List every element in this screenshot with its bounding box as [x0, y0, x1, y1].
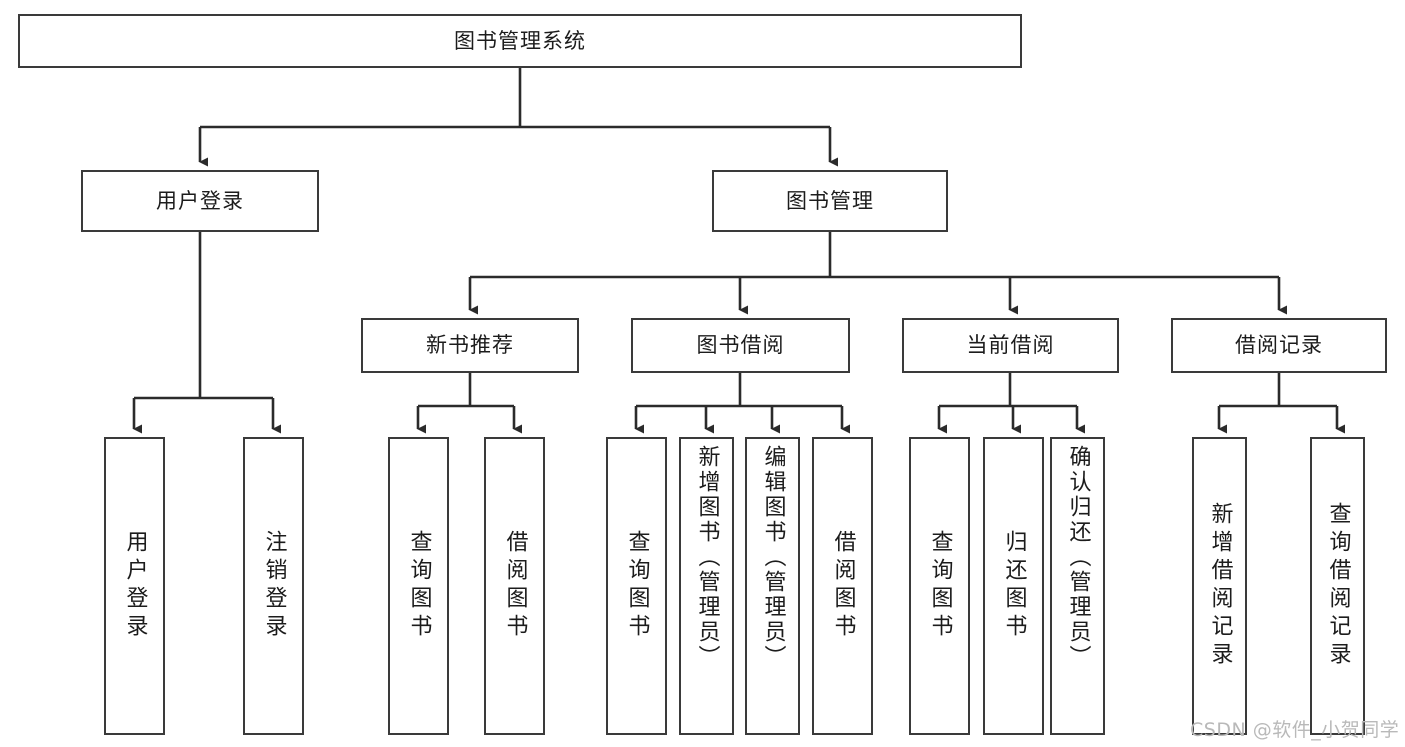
leaf-confirm-return-admin[interactable]: 确认归还（管理员）	[1050, 437, 1105, 735]
node-current-borrow[interactable]: 当前借阅	[902, 318, 1119, 373]
leaf-user-login[interactable]: 用户登录	[104, 437, 165, 735]
node-book-borrow[interactable]: 图书借阅	[631, 318, 850, 373]
leaf-user-login-label: 用户登录	[122, 530, 148, 642]
node-borrow-record[interactable]: 借阅记录	[1171, 318, 1387, 373]
leaf-add-borrow-record[interactable]: 新增借阅记录	[1192, 437, 1247, 735]
node-book-management[interactable]: 图书管理	[712, 170, 948, 232]
leaf-logout-label: 注销登录	[261, 530, 287, 642]
node-borrow-record-label: 借阅记录	[1235, 333, 1323, 358]
node-user-login-label: 用户登录	[156, 188, 244, 213]
node-user-login[interactable]: 用户登录	[81, 170, 319, 232]
leaf-borrow-books[interactable]: 借阅图书	[812, 437, 873, 735]
leaf-query-books-recommend-label: 查询图书	[406, 530, 432, 642]
leaf-borrow-books-recommend-label: 借阅图书	[502, 530, 528, 642]
leaf-add-book-admin-label: 新增图书（管理员）	[694, 445, 720, 670]
leaf-confirm-return-admin-label: 确认归还（管理员）	[1065, 445, 1091, 670]
leaf-query-books-recommend[interactable]: 查询图书	[388, 437, 449, 735]
leaf-return-books[interactable]: 归还图书	[983, 437, 1044, 735]
node-new-book-recommend[interactable]: 新书推荐	[361, 318, 579, 373]
leaf-borrow-books-label: 借阅图书	[830, 530, 856, 642]
node-new-book-recommend-label: 新书推荐	[426, 333, 514, 358]
leaf-edit-book-admin[interactable]: 编辑图书（管理员）	[745, 437, 800, 735]
leaf-query-books-current[interactable]: 查询图书	[909, 437, 970, 735]
node-book-management-label: 图书管理	[786, 188, 874, 213]
node-book-borrow-label: 图书借阅	[696, 333, 785, 358]
leaf-logout[interactable]: 注销登录	[243, 437, 304, 735]
node-current-borrow-label: 当前借阅	[966, 333, 1055, 358]
leaf-query-borrow-record-label: 查询借阅记录	[1325, 502, 1351, 670]
leaf-return-books-label: 归还图书	[1001, 530, 1027, 642]
leaf-borrow-books-recommend[interactable]: 借阅图书	[484, 437, 545, 735]
leaf-edit-book-admin-label: 编辑图书（管理员）	[760, 445, 786, 670]
node-root[interactable]: 图书管理系统	[18, 14, 1022, 68]
csdn-watermark: CSDN @软件_小贺同学	[1190, 719, 1400, 741]
leaf-query-books-borrow[interactable]: 查询图书	[606, 437, 667, 735]
leaf-add-book-admin[interactable]: 新增图书（管理员）	[679, 437, 734, 735]
leaf-query-books-current-label: 查询图书	[927, 530, 953, 642]
node-root-label: 图书管理系统	[454, 28, 586, 53]
leaf-query-borrow-record[interactable]: 查询借阅记录	[1310, 437, 1365, 735]
leaf-query-books-borrow-label: 查询图书	[624, 530, 650, 642]
leaf-add-borrow-record-label: 新增借阅记录	[1207, 502, 1233, 670]
